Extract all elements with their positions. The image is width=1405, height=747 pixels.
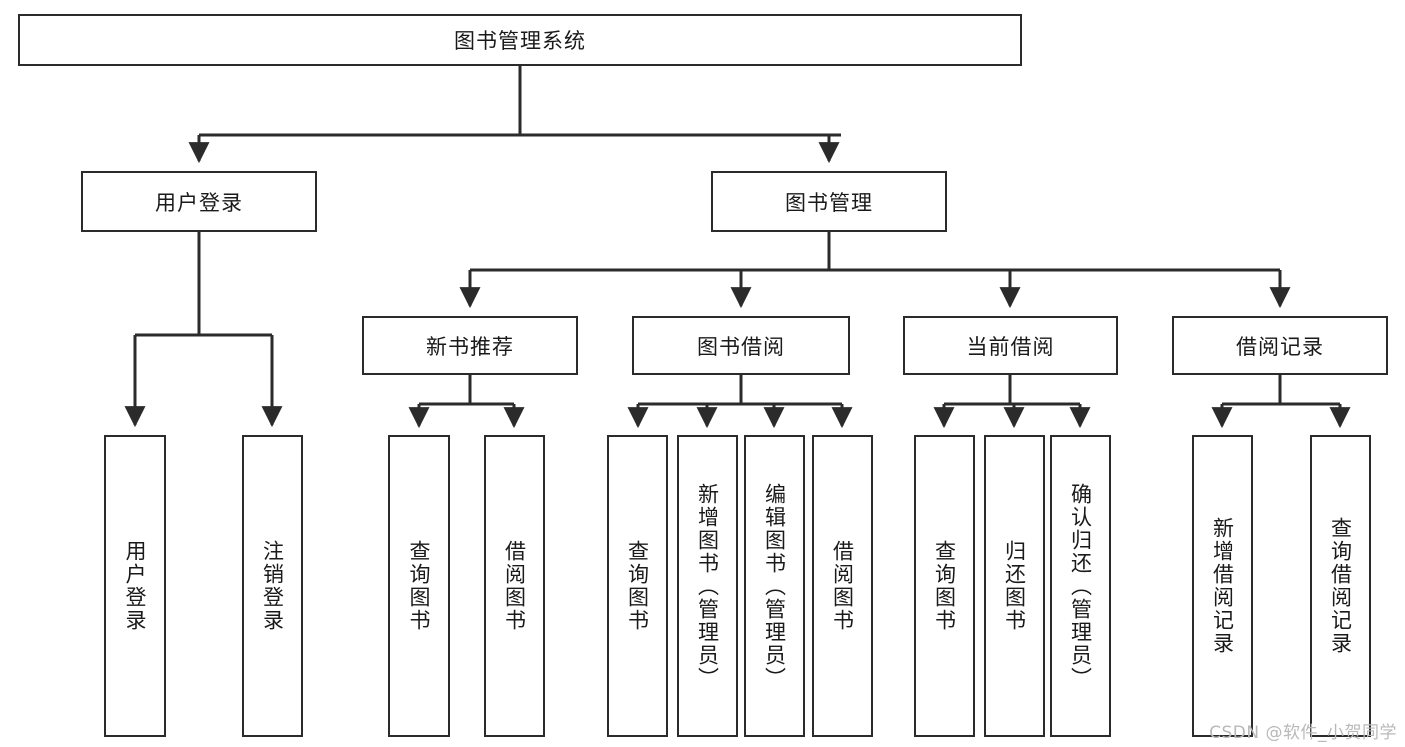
node-leaf-return-book[interactable]: 归还图书 (984, 435, 1045, 737)
node-leaf-query-borrow-record-label: 查询借阅记录 (1328, 517, 1353, 655)
node-leaf-user-logout[interactable]: 注销登录 (242, 435, 303, 737)
node-leaf-borrow-book-rec[interactable]: 借阅图书 (484, 435, 545, 737)
node-leaf-query-book-borrow[interactable]: 查询图书 (607, 435, 668, 737)
node-leaf-borrow-book-rec-label: 借阅图书 (502, 540, 527, 632)
node-new-book-rec[interactable]: 新书推荐 (362, 316, 578, 375)
node-leaf-user-login[interactable]: 用户登录 (104, 435, 166, 737)
node-leaf-query-book-rec[interactable]: 查询图书 (388, 435, 450, 737)
node-leaf-edit-book[interactable]: 编辑图书（管理员） (744, 435, 805, 737)
node-leaf-add-borrow-record-label: 新增借阅记录 (1210, 517, 1235, 655)
node-leaf-confirm-return[interactable]: 确认归还（管理员） (1050, 435, 1111, 737)
node-book-manage[interactable]: 图书管理 (711, 171, 947, 232)
node-leaf-user-logout-label: 注销登录 (260, 540, 285, 632)
node-user-login-label: 用户登录 (155, 190, 243, 215)
node-borrow-record[interactable]: 借阅记录 (1172, 316, 1388, 375)
node-root[interactable]: 图书管理系统 (18, 14, 1022, 66)
node-leaf-add-book-label: 新增图书（管理员） (695, 482, 720, 690)
node-leaf-add-borrow-record[interactable]: 新增借阅记录 (1192, 435, 1253, 737)
node-leaf-add-book[interactable]: 新增图书（管理员） (677, 435, 738, 737)
node-leaf-query-book-rec-label: 查询图书 (407, 540, 432, 632)
node-current-borrow[interactable]: 当前借阅 (903, 316, 1118, 375)
node-leaf-query-book-cur-label: 查询图书 (932, 540, 957, 632)
node-book-borrow-label: 图书借阅 (697, 334, 785, 359)
node-leaf-query-book-borrow-label: 查询图书 (625, 540, 650, 632)
node-leaf-return-book-label: 归还图书 (1002, 540, 1027, 632)
node-user-login[interactable]: 用户登录 (81, 171, 317, 232)
node-leaf-borrow-book-label: 借阅图书 (830, 540, 855, 632)
node-leaf-user-login-label: 用户登录 (123, 540, 148, 632)
node-leaf-query-book-cur[interactable]: 查询图书 (914, 435, 975, 737)
node-book-manage-label: 图书管理 (785, 190, 873, 215)
node-leaf-query-borrow-record[interactable]: 查询借阅记录 (1310, 435, 1371, 737)
node-new-book-rec-label: 新书推荐 (426, 334, 514, 359)
node-root-label: 图书管理系统 (454, 29, 586, 53)
node-leaf-confirm-return-label: 确认归还（管理员） (1068, 482, 1093, 690)
node-book-borrow[interactable]: 图书借阅 (632, 316, 850, 375)
node-borrow-record-label: 借阅记录 (1236, 334, 1324, 359)
node-current-borrow-label: 当前借阅 (966, 334, 1055, 359)
node-leaf-borrow-book[interactable]: 借阅图书 (812, 435, 873, 737)
node-leaf-edit-book-label: 编辑图书（管理员） (762, 482, 787, 690)
